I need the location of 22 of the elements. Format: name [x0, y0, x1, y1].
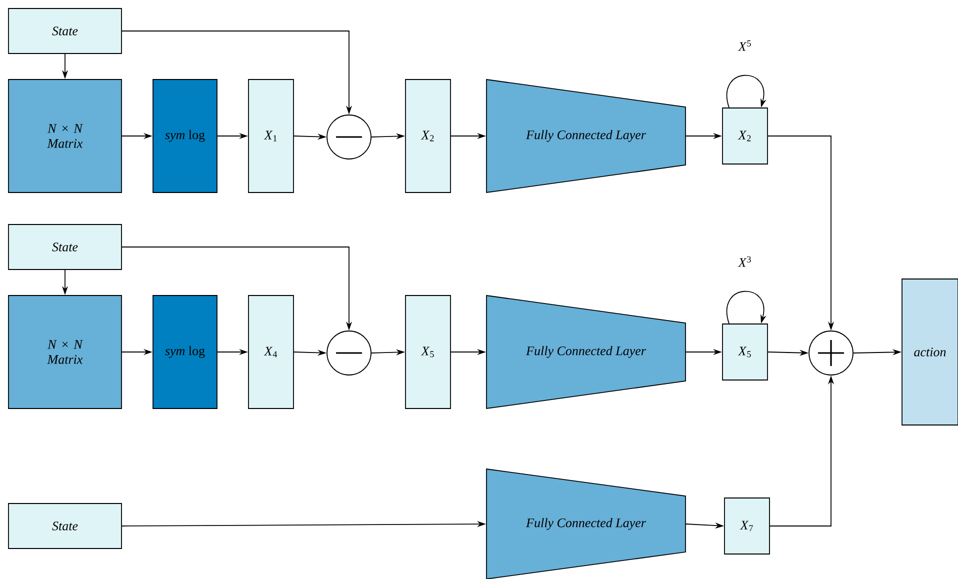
vector-box: X$_{2}$ — [722, 108, 768, 164]
edge-label: X$^{5}$ — [737, 39, 753, 52]
matrix-box: N × N Matrix — [8, 295, 122, 409]
symlog-box: sym log — [152, 79, 218, 193]
vector-box: X$_{5}$ — [405, 295, 451, 409]
minus-circle — [326, 114, 372, 160]
vector-box: X$_{2}$ — [405, 79, 451, 193]
arrow — [726, 290, 766, 324]
plus-circle — [808, 330, 854, 376]
arrow — [726, 74, 766, 108]
vector-box: X$_{1}$ — [248, 79, 294, 193]
minus-circle — [326, 330, 372, 376]
edge-label: X$^{3}$ — [737, 255, 753, 268]
state-box: State — [8, 8, 122, 54]
matrix-box: N × N Matrix — [8, 79, 122, 193]
vector-box: X$_{7}$ — [724, 498, 770, 554]
symlog-box: sym log — [152, 295, 218, 409]
vector-box: X$_{4}$ — [248, 295, 294, 409]
state-box: State — [8, 224, 122, 270]
state-box: State — [8, 503, 122, 549]
action-box: action — [902, 278, 958, 426]
vector-box: X$_{5}$ — [722, 324, 768, 380]
